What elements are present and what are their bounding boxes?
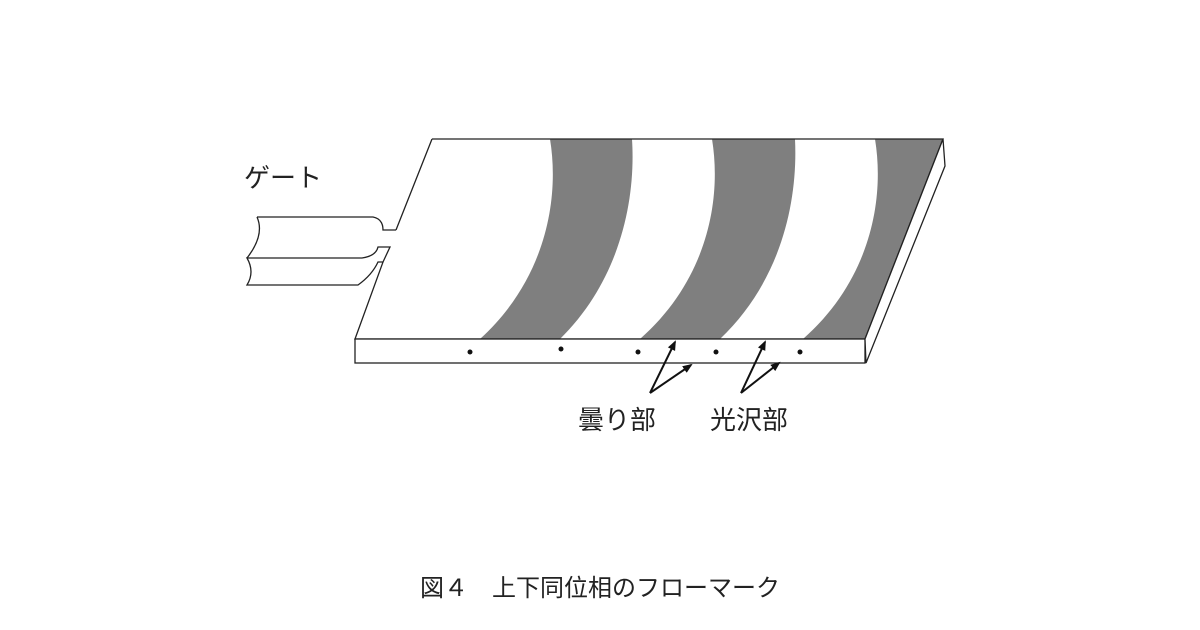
gate-label: ゲート <box>244 164 323 194</box>
gloss-area-label: 光沢部 <box>710 406 789 436</box>
weld-dot <box>635 349 641 355</box>
molded-plate-top-face <box>354 138 944 340</box>
weld-dot <box>713 349 719 355</box>
weld-dot <box>467 349 473 355</box>
pointer-arrows <box>649 340 781 394</box>
matte-area-label: 曇り部 <box>578 406 657 436</box>
matte-stripe-3 <box>803 139 943 339</box>
weld-dot <box>797 349 803 355</box>
gate-runner <box>245 216 396 286</box>
matte-stripe-2 <box>640 139 796 339</box>
weld-dot <box>558 346 564 352</box>
figure-caption: 図４ 上下同位相のフローマーク <box>420 574 780 602</box>
molded-plate-front-face <box>354 138 946 364</box>
matte-stripe-1 <box>480 139 633 339</box>
